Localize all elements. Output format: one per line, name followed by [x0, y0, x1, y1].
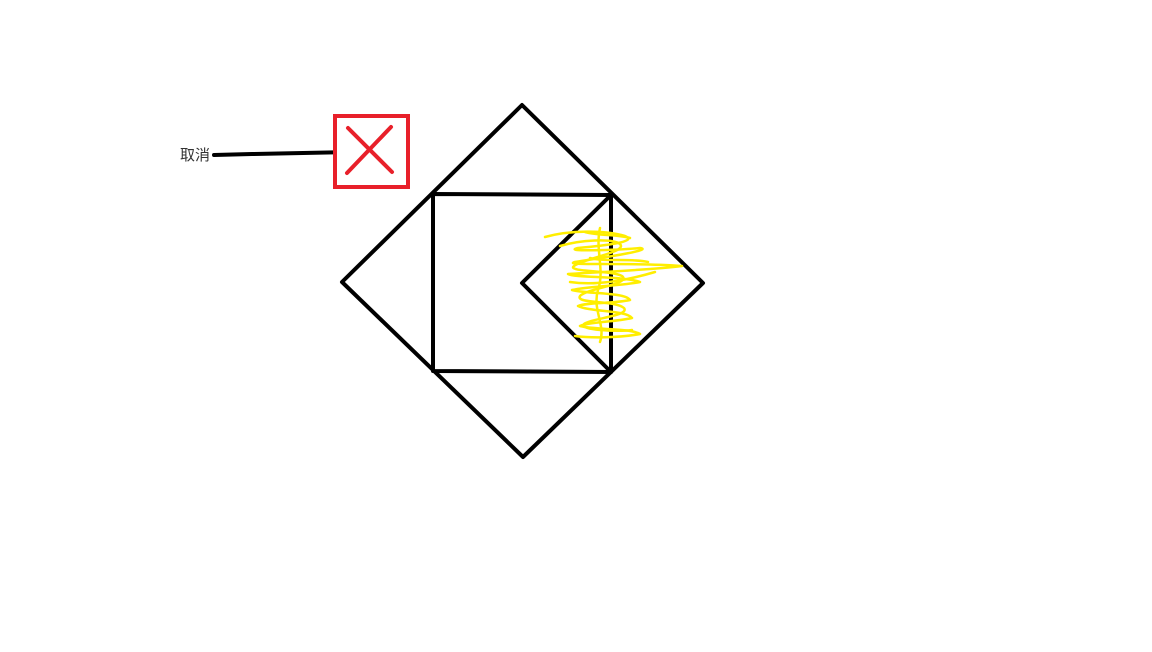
close-x-icon [345, 125, 394, 175]
cancel-label: 取消 [180, 146, 211, 164]
leader-line [212, 150, 354, 157]
outer-diamond [340, 103, 705, 459]
yellow-scribble [543, 226, 684, 344]
small-diamond [520, 193, 613, 374]
cancel-button[interactable] [333, 114, 410, 189]
